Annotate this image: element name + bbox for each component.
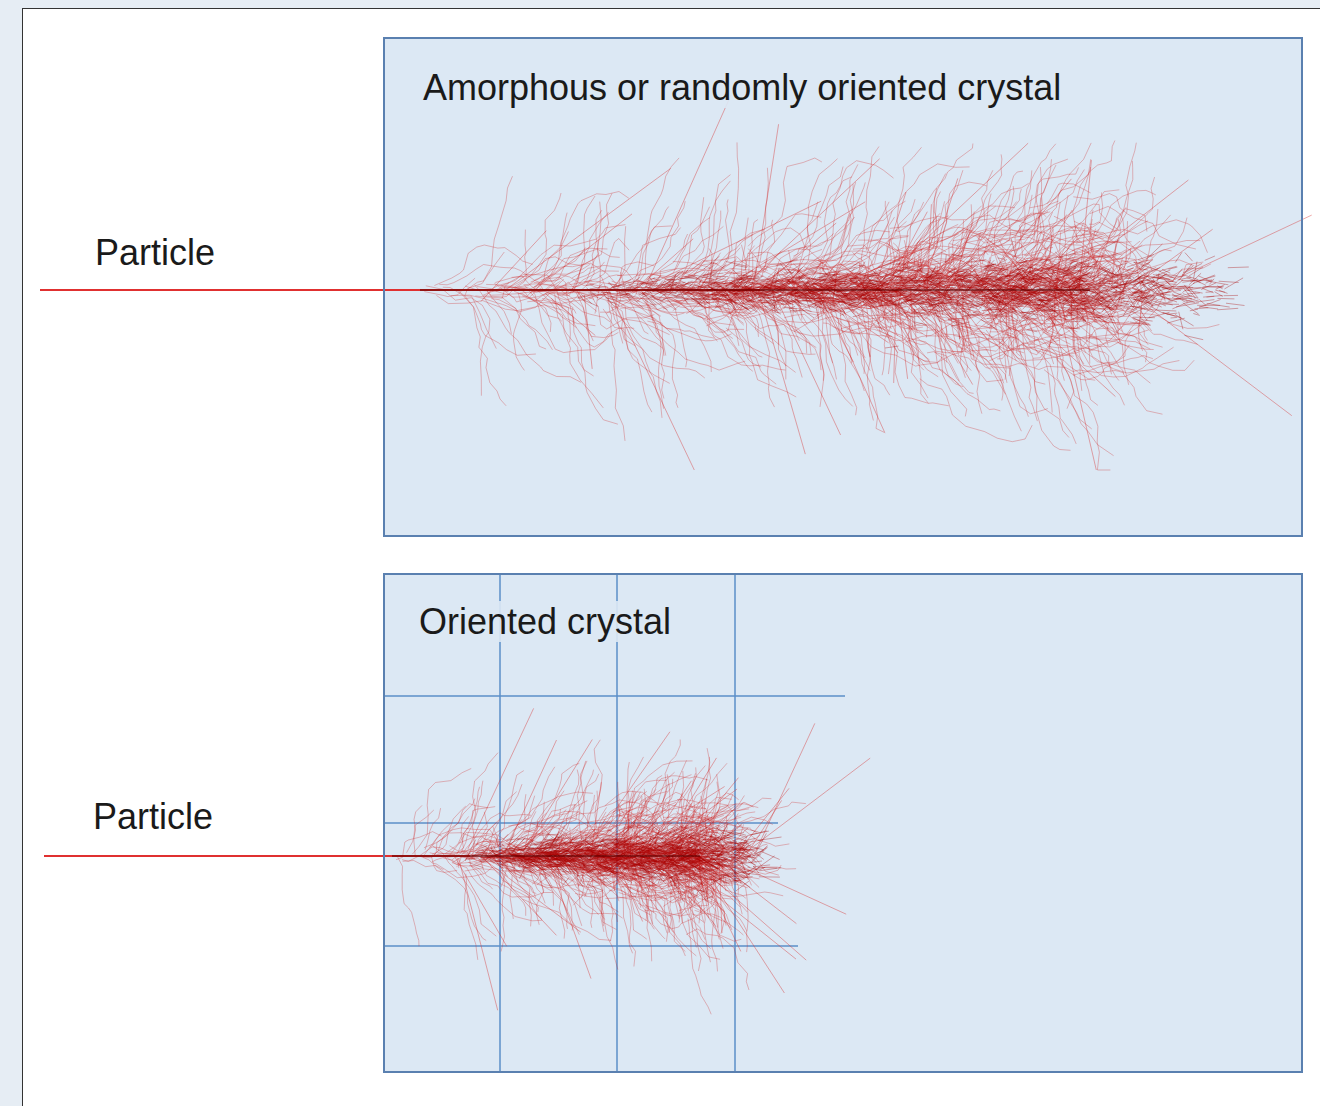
particle-label: Particle <box>92 232 218 273</box>
particle-track <box>578 239 1249 348</box>
particle-track <box>396 740 806 1015</box>
particle-track <box>424 141 1219 471</box>
particle-track <box>481 95 1312 470</box>
panel-ground <box>383 573 1303 1073</box>
particle-track <box>454 708 870 1010</box>
panel-ground <box>383 37 1303 537</box>
panel-heading: Amorphous or randomly oriented crystal <box>421 67 1063 108</box>
crystal-panel: Amorphous or randomly oriented crystal <box>383 37 1303 537</box>
crystal-lattice <box>383 573 845 1073</box>
particle-track <box>392 855 700 857</box>
panel-heading: Oriented crystal <box>417 601 673 642</box>
crystal-panel: Oriented crystal <box>383 573 1303 1073</box>
particle-track <box>465 819 781 902</box>
particle-track <box>420 289 1090 291</box>
particle-shower <box>392 95 1312 1014</box>
particle-label: Particle <box>90 796 216 837</box>
